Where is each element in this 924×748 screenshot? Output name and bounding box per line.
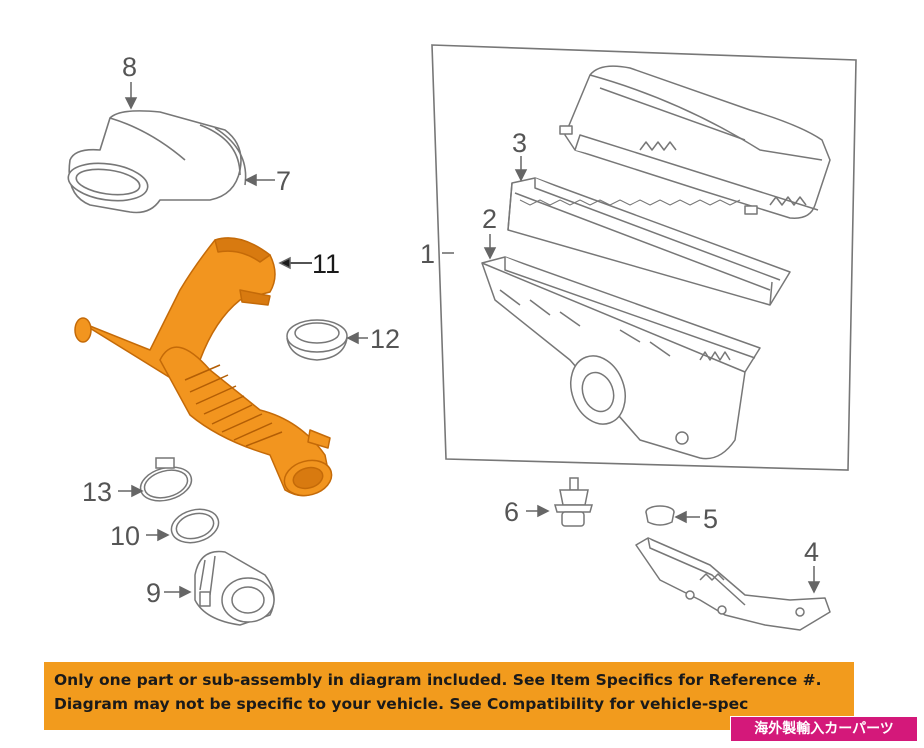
disclaimer-line-1: Only one part or sub-assembly in diagram… [54, 671, 822, 689]
assembly-frame [431, 44, 857, 471]
lower-housing-drawing [481, 256, 761, 460]
callout-9: 9 [146, 578, 161, 608]
mass-air-flow-sensor-part-9 [194, 550, 275, 626]
callout-4: 4 [804, 537, 819, 567]
intake-duct-drawing [67, 110, 247, 214]
grommet-part-5 [645, 505, 675, 526]
intake-hose-part-11 [74, 237, 333, 497]
hose-clamp-part-13 [139, 457, 193, 502]
callout-6: 6 [504, 497, 519, 527]
disclaimer-banner: Only one part or sub-assembly in diagram… [44, 662, 854, 730]
air-filter-drawing [507, 177, 791, 306]
upper-cover-drawing [559, 65, 831, 219]
shop-tag: 海外製輸入カーパーツ [730, 716, 918, 742]
leader-lines [118, 82, 821, 599]
callout-1: 1 [420, 239, 435, 269]
callout-3: 3 [512, 128, 527, 158]
callout-11: 11 [312, 249, 340, 279]
mount-part-6 [554, 477, 593, 527]
callout-2: 2 [482, 204, 497, 234]
callout-8: 8 [122, 52, 137, 82]
callout-10: 10 [110, 521, 140, 551]
seal-ring-part-12 [286, 319, 348, 361]
callout-12: 12 [370, 324, 400, 354]
callout-13: 13 [82, 477, 112, 507]
callout-5: 5 [703, 504, 718, 534]
callout-7: 7 [276, 166, 291, 196]
disclaimer-line-2: Diagram may not be specific to your vehi… [54, 695, 749, 713]
gasket-part-10 [170, 508, 220, 544]
bracket-part-4 [635, 537, 831, 631]
